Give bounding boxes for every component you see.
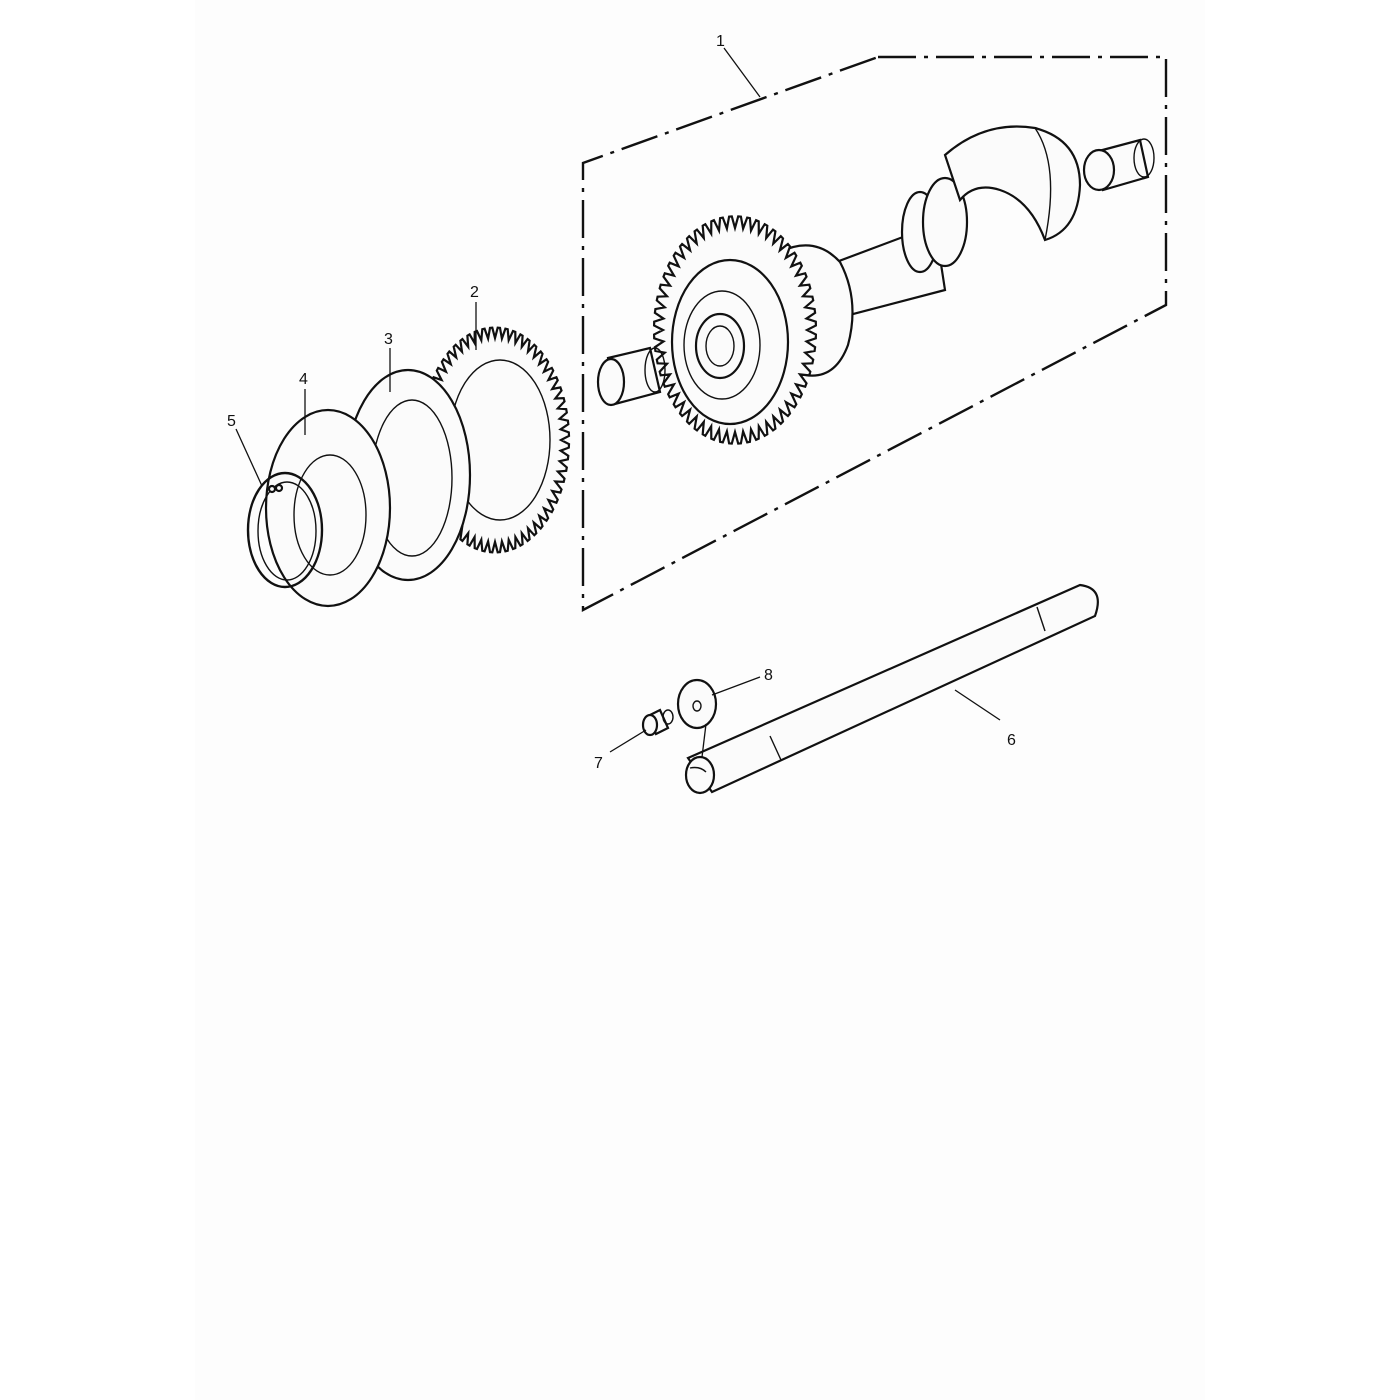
- callout-2: 2: [470, 284, 479, 301]
- thrust-washer[interactable]: [264, 408, 392, 608]
- callout-4: 4: [299, 371, 308, 388]
- callout-7: 7: [594, 755, 603, 772]
- leader-lines: [235, 47, 1001, 758]
- gear-shaft-assembly[interactable]: [652, 125, 1082, 445]
- kit-boundary: [581, 55, 1168, 612]
- callout-6: 6: [1007, 732, 1016, 749]
- bushing-left: [596, 346, 666, 407]
- callout-1: 1: [716, 33, 725, 50]
- bushing-right: [1082, 138, 1155, 192]
- screw[interactable]: [641, 708, 674, 737]
- callout-3: 3: [384, 331, 393, 348]
- axle-shaft[interactable]: [684, 583, 1099, 795]
- circlip[interactable]: [246, 471, 324, 589]
- callout-8: 8: [764, 667, 773, 684]
- callout-5: 5: [227, 413, 236, 430]
- flat-washer[interactable]: [676, 678, 718, 730]
